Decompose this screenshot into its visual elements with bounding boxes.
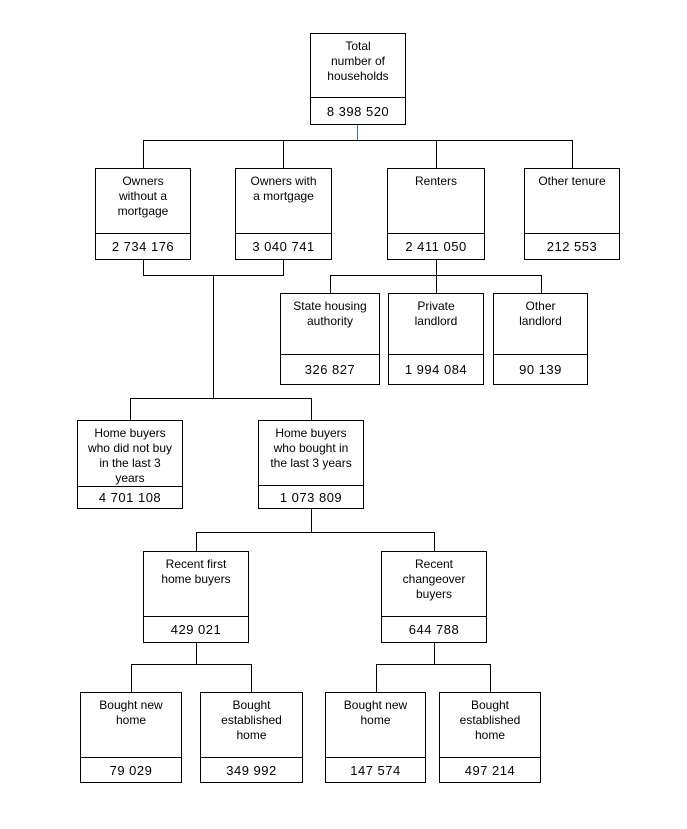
- node-not-recent-home-buyers: Home buyers who did not buy in the last …: [77, 420, 183, 509]
- connector-changeover-rail: [376, 664, 491, 665]
- node-label: Total number of households: [327, 39, 389, 83]
- node-owners-with-mortgage: Owners with a mortgage 3 040 741: [235, 168, 332, 260]
- connector-owners-with-stem: [283, 260, 284, 276]
- node-owners-without-mortgage: Owners without a mortgage 2 734 176: [95, 168, 191, 260]
- node-changeover-bought-new-home: Bought new home 147 574: [325, 692, 426, 783]
- node-label: Other landlord: [519, 299, 562, 328]
- node-value: 147 574: [326, 757, 425, 782]
- connector-first-home-rail: [131, 664, 252, 665]
- node-value: 497 214: [440, 757, 540, 782]
- node-other-tenure: Other tenure 212 553: [524, 168, 620, 260]
- node-label: Bought established home: [221, 698, 282, 742]
- connector-changeover-stem: [434, 643, 435, 665]
- node-recent-first-home-buyers: Recent first home buyers 429 021: [143, 551, 249, 643]
- node-changeover-bought-established-home: Bought established home 497 214: [439, 692, 541, 783]
- connector-owners-without-stem: [143, 260, 144, 276]
- connector-owners-with-drop: [283, 140, 284, 168]
- connector-buyers-rail: [130, 398, 312, 399]
- connector-other-landlord-drop: [541, 275, 542, 293]
- node-recent-changeover-buyers: Recent changeover buyers 644 788: [381, 551, 487, 643]
- connector-private-landlord-drop: [436, 275, 437, 293]
- node-other-landlord: Other landlord 90 139: [493, 293, 588, 385]
- connector-changeover-drop: [434, 532, 435, 551]
- node-label: State housing authority: [293, 299, 367, 328]
- connector-row2-rail: [143, 140, 573, 141]
- node-label: Recent first home buyers: [161, 557, 231, 586]
- node-label: Owners without a mortgage: [117, 174, 169, 218]
- node-value: 429 021: [144, 616, 248, 642]
- node-label: Home buyers who bought in the last 3 yea…: [270, 426, 352, 470]
- node-value: 8 398 520: [311, 97, 405, 124]
- node-private-landlord: Private landlord 1 994 084: [388, 293, 484, 385]
- node-value: 212 553: [525, 233, 619, 259]
- connector-root-drop: [357, 125, 358, 141]
- connector-changeover-new-drop: [376, 664, 377, 692]
- node-total-households: Total number of households 8 398 520: [310, 33, 406, 125]
- connector-recent-drop: [311, 398, 312, 420]
- node-value: 1 073 809: [259, 485, 363, 508]
- node-first-bought-new-home: Bought new home 79 029: [80, 692, 182, 783]
- node-value: 326 827: [281, 354, 379, 384]
- connector-other-tenure-drop: [572, 140, 573, 168]
- node-label: Recent changeover buyers: [402, 557, 466, 601]
- node-recent-home-buyers: Home buyers who bought in the last 3 yea…: [258, 420, 364, 509]
- node-value: 3 040 741: [236, 233, 331, 259]
- connector-recent-buyers-stem: [311, 509, 312, 533]
- node-label: Other tenure: [538, 174, 606, 188]
- node-label: Bought established home: [459, 698, 521, 742]
- connector-first-established-drop: [251, 664, 252, 692]
- node-label: Owners with a mortgage: [250, 174, 317, 203]
- connector-first-home-stem: [196, 643, 197, 665]
- connector-recent-split-rail: [196, 532, 435, 533]
- connector-owners-without-drop: [143, 140, 144, 168]
- connector-changeover-established-drop: [490, 664, 491, 692]
- node-label: Private landlord: [414, 299, 458, 328]
- connector-renters-drop: [436, 140, 437, 168]
- node-label: Bought new home: [343, 698, 408, 727]
- node-value: 1 994 084: [389, 354, 483, 384]
- node-value: 79 029: [81, 757, 181, 782]
- node-state-housing-authority: State housing authority 326 827: [280, 293, 380, 385]
- connector-owners-trunk: [213, 275, 214, 398]
- node-label: Home buyers who did not buy in the last …: [87, 426, 173, 485]
- node-value: 2 411 050: [388, 233, 484, 259]
- node-renters: Renters 2 411 050: [387, 168, 485, 260]
- connector-state-housing-drop: [330, 275, 331, 293]
- node-label: Renters: [414, 174, 458, 188]
- node-value: 644 788: [382, 616, 486, 642]
- node-value: 90 139: [494, 354, 587, 384]
- node-value: 2 734 176: [96, 233, 190, 259]
- connector-not-recent-drop: [130, 398, 131, 420]
- connector-renters-stem: [436, 260, 437, 276]
- node-value: 4 701 108: [78, 486, 182, 508]
- node-label: Bought new home: [99, 698, 163, 727]
- node-value: 349 992: [201, 757, 302, 782]
- connector-first-home-drop: [196, 532, 197, 551]
- node-first-bought-established-home: Bought established home 349 992: [200, 692, 303, 783]
- connector-first-new-drop: [131, 664, 132, 692]
